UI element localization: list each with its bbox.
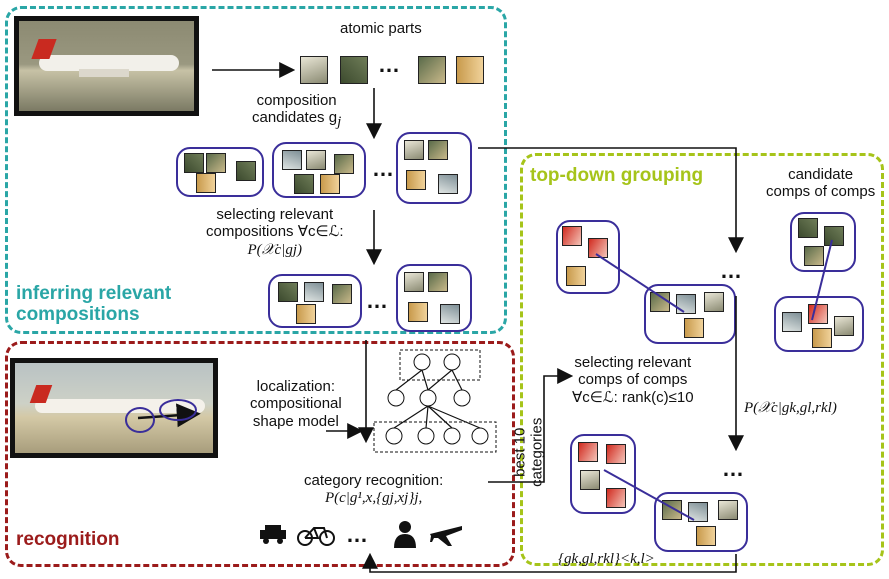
localization-label: localization: compositional shape model	[250, 378, 342, 430]
airplane-icon	[428, 520, 464, 548]
localization-line2: compositional	[250, 395, 342, 413]
atomic-parts-label: atomic parts	[340, 20, 422, 37]
ellipsis: …	[720, 258, 743, 283]
ellipsis: …	[722, 456, 745, 481]
comps-formula: P(𝒳c|gk,gl,rkl)	[744, 400, 837, 416]
selecting-line2: compositions ∀c∈ℒ:	[206, 223, 344, 241]
inferring-title-line1: inferring relevant	[16, 283, 172, 304]
category-formula: P(c|g¹,x,{gj,xj}j,	[324, 490, 423, 507]
bottom-formula: {gk,gl,rkl}<k,l>	[558, 551, 655, 567]
inferring-title-line2: compositions	[16, 303, 140, 325]
comp-of-comps	[644, 284, 736, 344]
atomic-part-tile	[300, 56, 328, 84]
category-recognition-label: category recognition: P(c|g¹,x,{gj,xj}j,	[304, 472, 443, 508]
recognition-panel-title: recognition	[16, 529, 120, 550]
selecting-comps-label: selecting relevant comps of comps ∀c∈ℒ: …	[572, 354, 694, 406]
selecting-compositions-label: selecting relevant compositions ∀c∈ℒ: P(…	[206, 206, 344, 259]
airplane-photo	[14, 16, 199, 116]
comp-of-comps	[790, 212, 856, 272]
localization-line1: localization:	[256, 378, 336, 395]
composition-candidates-label: composition candidates gj	[252, 92, 341, 132]
selecting-cc-line1: selecting relevant	[574, 354, 692, 371]
ellipsis: …	[372, 156, 395, 181]
composition-candidates-line2: candidates g	[252, 109, 338, 127]
person-icon	[392, 520, 418, 548]
comp-of-comps	[556, 220, 620, 294]
relevant-composition	[396, 264, 472, 332]
relevant-composition	[268, 274, 362, 328]
candidate-comps-label: candidate comps of comps	[766, 166, 875, 201]
selecting-cc-line3: ∀c∈ℒ: rank(c)≤10	[572, 388, 694, 406]
composition-candidates-sub: j	[337, 114, 342, 131]
selecting-cc-line2: comps of comps	[578, 371, 688, 389]
comp-of-comps	[654, 492, 748, 552]
inferring-panel-title: inferring relevant compositions	[16, 283, 172, 326]
ellipsis: …	[366, 288, 389, 313]
best10-line2: categories	[528, 417, 546, 487]
car-icon	[258, 523, 288, 545]
comp-of-comps	[774, 296, 864, 352]
selecting-line1: selecting relevant	[216, 206, 334, 223]
ellipsis: …	[378, 52, 401, 77]
recognition-photo	[10, 358, 218, 458]
best-categories-label: best 10 categories	[511, 418, 546, 487]
ellipsis: …	[346, 522, 369, 547]
candidate-comps-line1: candidate	[788, 166, 854, 183]
topdown-panel-title: top-down grouping	[530, 165, 704, 186]
localization-line3: shape model	[252, 412, 339, 430]
composition-candidate	[176, 147, 264, 197]
atomic-part-tile	[340, 56, 368, 84]
selecting-formula: P(𝒳c|gj)	[247, 241, 303, 258]
composition-candidate	[272, 142, 366, 198]
atomic-part-tile	[456, 56, 484, 84]
best10-line1: best 10	[511, 427, 529, 477]
compositional-graph-model	[370, 346, 500, 458]
composition-candidate	[396, 132, 472, 204]
atomic-part-tile	[418, 56, 446, 84]
comp-of-comps	[570, 434, 636, 514]
category-line1: category recognition:	[304, 472, 444, 489]
candidate-comps-line2: comps of comps	[766, 183, 876, 201]
composition-candidates-line1: composition	[256, 92, 337, 109]
bicycle-icon	[296, 522, 336, 546]
